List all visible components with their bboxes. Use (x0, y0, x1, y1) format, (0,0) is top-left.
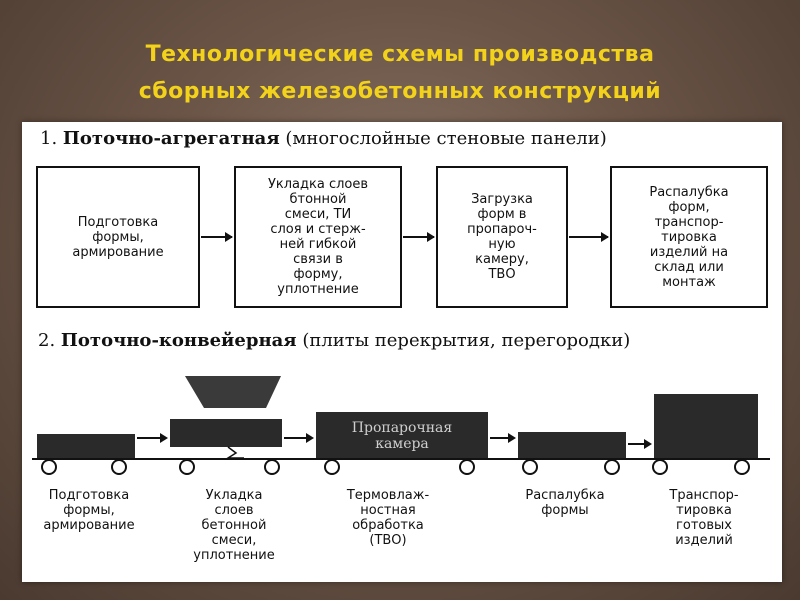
wheel-icon (604, 459, 620, 475)
wagon-2 (170, 419, 282, 445)
wheel-icon (324, 459, 340, 475)
diagram-panel: 1. Поточно-агрегатная (многослойные стен… (22, 122, 782, 582)
section-1-heading: 1. Поточно-агрегатная (многослойные стен… (40, 128, 607, 149)
stage-caption-3: Термовлаж- ностная обработка (ТВО) (346, 488, 430, 548)
conveyor-arrows (137, 433, 652, 449)
stage-caption-4: Распалубка формы (525, 488, 605, 518)
title-line-2: сборных железобетонных конструкций (138, 79, 662, 104)
wagon-1 (37, 434, 135, 458)
wheel-icon (459, 459, 475, 475)
flow-box-1: Подготовка формы, армирование (36, 166, 200, 308)
concrete-hopper (185, 376, 281, 408)
wheel-icon (522, 459, 538, 475)
flow-arrow-1 (201, 232, 233, 242)
wagon-4 (518, 432, 626, 458)
wheel-icon (734, 459, 750, 475)
section-1-number: 1. (40, 128, 58, 149)
flow-box-4: Распалубка форм, транспор- тировка издел… (610, 166, 768, 308)
wheel-icon (652, 459, 668, 475)
stage-caption-5: Транспор- тировка готовых изделий (669, 488, 739, 548)
flow-arrow-2 (403, 232, 435, 242)
title-line-1: Технологические схемы производства (145, 42, 655, 67)
wheel-icon (264, 459, 280, 475)
wheel-icon (179, 459, 195, 475)
section-1-note: (многослойные стеновые панели) (285, 128, 607, 149)
section-2-note: (плиты перекрытия, перегородки) (302, 330, 631, 351)
wheel-icon (111, 459, 127, 475)
slide-title: Технологические схемы производства сборн… (0, 36, 800, 110)
flow-box-2: Укладка слоев бтонной смеси, ТИ слоя и с… (234, 166, 402, 308)
section-1-name: Поточно-агрегатная (62, 128, 280, 149)
steam-chamber-label: Пропарочная камера (351, 420, 453, 452)
wagon-5 (654, 394, 758, 458)
stage-caption-1: Подготовка формы, армирование (43, 488, 135, 533)
section-2-heading: 2. Поточно-конвейерная (плиты перекрытия… (38, 330, 630, 351)
conveyor-drawing (32, 376, 770, 475)
flow-arrow-3 (569, 232, 609, 242)
flow-box-3: Загрузка форм в пропароч- ную камеру, ТВ… (436, 166, 568, 308)
wheel-icon (41, 459, 57, 475)
steam-chamber (316, 412, 488, 458)
section-2-number: 2. (38, 330, 56, 351)
section-2-name: Поточно-конвейерная (60, 330, 297, 351)
vibrator-icon (225, 446, 244, 459)
stage-caption-2: Укладка слоев бетонной смеси, уплотнение (193, 488, 275, 563)
